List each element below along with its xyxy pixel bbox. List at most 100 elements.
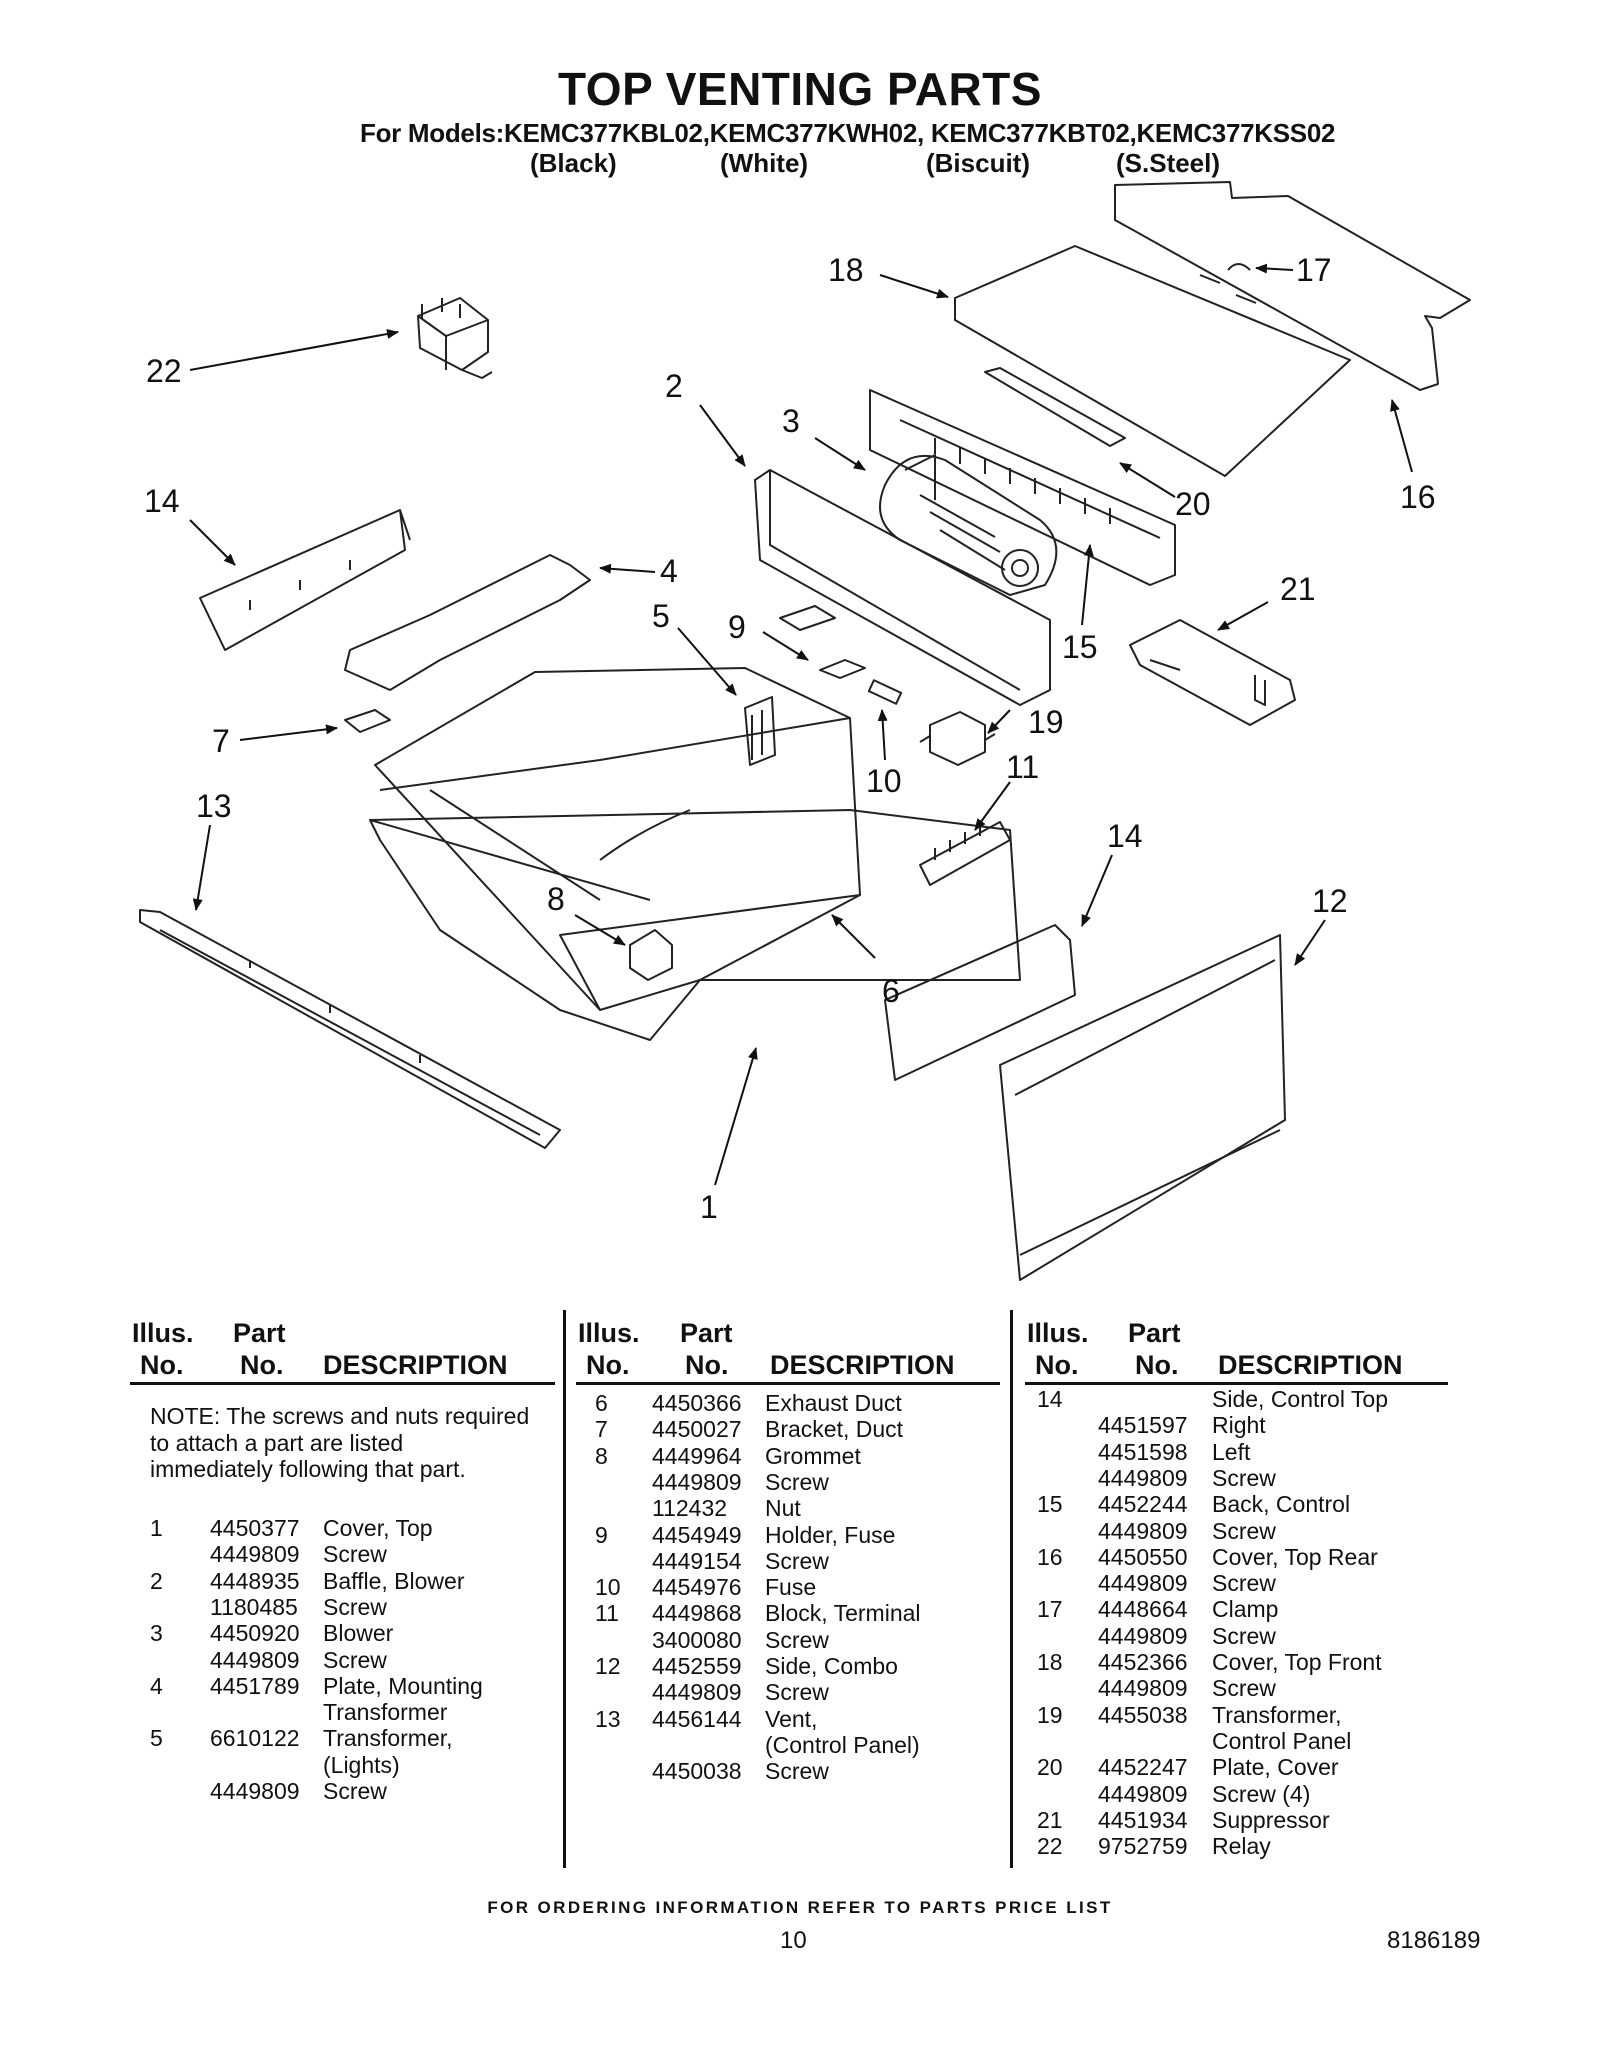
col1-row-description: Transformer	[323, 1699, 448, 1726]
col3-row-description: Side, Control Top	[1212, 1386, 1389, 1412]
col1-row-illus-no: 1	[150, 1515, 163, 1541]
col2-row-description: Holder, Fuse	[765, 1521, 896, 1548]
col2-row-part-no: 4449809	[652, 1679, 742, 1706]
col3-row-description: Screw	[1212, 1622, 1276, 1649]
col2-row-part-no: 4454976	[652, 1574, 742, 1601]
model-list: For Models:KEMC377KBL02,KEMC377KWH02, KE…	[360, 118, 1336, 148]
exploded-parts-diagram: 1 2 3 4 5 6 7 8 9 10 11 12 13 14 14 15 1…	[139, 181, 1471, 1281]
col2-row-description: Exhaust Duct	[765, 1390, 902, 1416]
col1-part-label: Part	[233, 1318, 286, 1348]
callout-20: 20	[1175, 486, 1211, 522]
callout-4: 4	[660, 553, 678, 589]
col3-row-part-no: 4449809	[1098, 1675, 1188, 1702]
col2-row-part-no: 4449809	[652, 1468, 742, 1495]
col3-description-label: DESCRIPTION	[1218, 1350, 1403, 1380]
col3-row-part-no: 4452247	[1098, 1754, 1188, 1781]
col3-row-part-no: 4449809	[1098, 1622, 1188, 1649]
col3-part-label: Part	[1128, 1318, 1181, 1348]
callout-9: 9	[728, 609, 746, 645]
col3-row-description: Screw	[1212, 1675, 1276, 1702]
col3-row-description: Screw	[1212, 1464, 1276, 1491]
col3-header-rule	[1025, 1382, 1448, 1385]
col2-row-illus-no: 11	[595, 1600, 619, 1627]
col1-row-part-no: 4449809	[210, 1778, 300, 1804]
col2-row-part-no: 4456144	[652, 1705, 742, 1732]
part-side-combo	[999, 934, 1286, 1281]
col3-row-illus-no: 18	[1037, 1649, 1063, 1675]
part-grommet	[629, 929, 673, 981]
col2-row-description: Screw	[765, 1468, 829, 1495]
col2-row-part-no: 4454949	[652, 1521, 742, 1548]
col1-row-part-no: 4451789	[210, 1672, 300, 1699]
assembly-note: NOTE: The screws and nuts required to at…	[150, 1403, 530, 1482]
col1-row-part-no: 1180485	[210, 1593, 298, 1620]
part-duct-bracket	[344, 709, 391, 733]
col3-row-illus-no: 14	[1037, 1386, 1063, 1412]
callout-12: 12	[1312, 883, 1348, 919]
col2-part-label: Part	[680, 1318, 733, 1348]
callout-6: 6	[882, 973, 900, 1009]
callout-16: 16	[1400, 479, 1436, 515]
part-side-right	[884, 924, 1076, 1081]
part-fuse-holder	[779, 605, 866, 679]
col2-row-illus-no: 6	[595, 1390, 608, 1416]
col3-row-part-no: 4455038	[1098, 1701, 1188, 1728]
col2-illus-no-label: No.	[586, 1350, 630, 1380]
col2-row-part-no: 4450027	[652, 1416, 742, 1443]
col3-row-description: Cover, Top Rear	[1212, 1543, 1378, 1570]
part-top-cover	[369, 809, 1021, 1041]
col2-row-description: Grommet	[765, 1442, 861, 1469]
col1-header-rule	[130, 1382, 555, 1385]
col1-row-part-no: 4450920	[210, 1620, 300, 1647]
col1-row-description: Screw	[323, 1541, 387, 1568]
col1-row-description: Transformer,	[323, 1725, 453, 1752]
col3-row-part-no: 4451934	[1098, 1806, 1188, 1833]
callout-14-left: 14	[144, 483, 180, 519]
col3-row-part-no: 4450550	[1098, 1543, 1188, 1570]
col1-description-label: DESCRIPTION	[323, 1350, 508, 1380]
col3-row-part-no: 4449809	[1098, 1517, 1188, 1544]
col2-row-description: Screw	[765, 1679, 829, 1706]
col2-description-label: DESCRIPTION	[770, 1350, 955, 1380]
col1-row-description: (Lights)	[323, 1751, 400, 1778]
col3-row-description: Left	[1212, 1438, 1251, 1465]
col1-row-illus-no: 2	[150, 1567, 163, 1594]
part-mounting-plate	[344, 554, 591, 691]
col3-row-description: Clamp	[1212, 1596, 1279, 1623]
part-suppressor	[1129, 619, 1296, 726]
col2-row-illus-no: 7	[595, 1416, 608, 1443]
callout-1: 1	[700, 1189, 718, 1225]
color-steel: (S.Steel)	[1116, 148, 1221, 178]
part-terminal-block	[919, 821, 1011, 886]
col2-row-description: Screw	[765, 1758, 829, 1785]
col3-illus-no-label: No.	[1035, 1350, 1079, 1380]
callout-18: 18	[828, 252, 864, 288]
col1-row-part-no: 4449809	[210, 1646, 300, 1673]
col3-row-part-no: 4449809	[1098, 1570, 1188, 1597]
part-side-left	[199, 509, 411, 651]
col2-row-illus-no: 10	[595, 1574, 621, 1601]
col2-row-illus-no: 13	[595, 1705, 621, 1732]
col3-row-illus-no: 17	[1037, 1596, 1063, 1623]
col3-illus-label: Illus.	[1027, 1318, 1089, 1348]
callout-8: 8	[547, 881, 565, 917]
col1-row-part-no: 4448935	[210, 1567, 300, 1594]
col2-row-part-no: 4452559	[652, 1653, 742, 1679]
callout-2: 2	[665, 368, 683, 404]
col1-row-description: Plate, Mounting	[323, 1672, 483, 1699]
callout-3: 3	[782, 403, 800, 439]
part-cover-plate	[984, 367, 1126, 447]
col2-row-part-no: 4450038	[652, 1758, 742, 1785]
col1-row-description: Blower	[323, 1620, 394, 1647]
col3-row-part-no: 4451598	[1098, 1438, 1188, 1465]
col3-row-description: Suppressor	[1212, 1806, 1330, 1833]
col2-illus-label: Illus.	[578, 1318, 640, 1348]
callout-14-right: 14	[1107, 818, 1143, 854]
col2-part-no-label: No.	[685, 1350, 729, 1380]
page-number: 10	[780, 1927, 807, 1954]
col3-row-description: Control Panel	[1212, 1727, 1352, 1754]
col3-row-description: Back, Control	[1212, 1491, 1351, 1518]
callout-10: 10	[866, 763, 902, 799]
col2-row-part-no: 112432	[652, 1495, 728, 1522]
col2-row-description: Screw	[765, 1626, 829, 1653]
